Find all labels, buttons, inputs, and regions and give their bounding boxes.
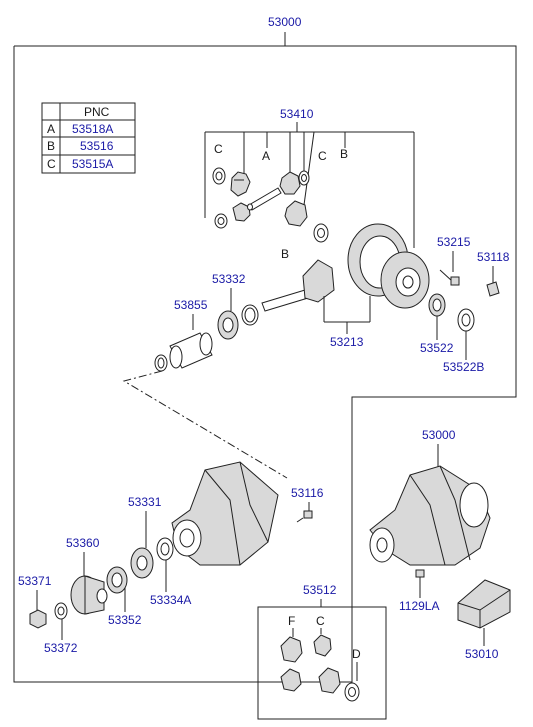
pnc-table: PNC A 53518A B 53516 C 53515A — [41, 102, 136, 174]
nut-icon[interactable] — [29, 609, 47, 629]
side-gear-icon[interactable] — [280, 636, 303, 663]
gear-set-bracket — [204, 122, 415, 248]
letter-f: F — [288, 614, 295, 628]
carrier-housing-icon[interactable] — [171, 461, 279, 566]
side-gear-icon[interactable] — [280, 668, 302, 692]
bolt-icon[interactable] — [439, 269, 460, 286]
label-53371[interactable]: 53371 — [18, 574, 52, 588]
pinion-bearing-icon[interactable] — [217, 310, 239, 340]
side-bearing-icon[interactable] — [428, 293, 446, 317]
label-53855[interactable]: 53855 — [174, 298, 208, 312]
pnc-row-value-a[interactable]: 53518A — [72, 122, 113, 136]
label-53010[interactable]: 53010 — [465, 647, 499, 661]
letter-c-1: C — [214, 142, 223, 156]
collapsible-spacer-icon[interactable] — [169, 332, 213, 369]
label-53512[interactable]: 53512 — [303, 583, 337, 597]
label-53334a[interactable]: 53334A — [150, 593, 191, 607]
letter-b-1: B — [340, 147, 348, 161]
pnc-row-key-c: C — [47, 157, 56, 171]
label-53000-housing[interactable]: 53000 — [422, 428, 456, 442]
gear-kit-box — [257, 606, 387, 720]
pinion-shaft-icon[interactable] — [247, 187, 282, 211]
outer-frame — [13, 45, 517, 683]
label-53352[interactable]: 53352 — [108, 613, 142, 627]
alignment-line — [122, 370, 288, 479]
drive-pinion-icon[interactable] — [261, 259, 335, 312]
label-53000-top[interactable]: 53000 — [268, 15, 302, 29]
label-53116[interactable]: 53116 — [291, 486, 324, 500]
label-53410[interactable]: 53410 — [280, 107, 314, 121]
shim-icon[interactable] — [241, 304, 259, 326]
letter-c-3: C — [316, 614, 325, 628]
label-53360[interactable]: 53360 — [66, 536, 100, 550]
letter-c-2: C — [318, 149, 327, 163]
pinion-gear-icon[interactable] — [230, 171, 251, 197]
pnc-row-key-a: A — [47, 122, 55, 136]
label-1129la[interactable]: 1129LA — [399, 599, 439, 613]
label-53215[interactable]: 53215 — [437, 235, 471, 249]
clip-icon[interactable] — [486, 281, 500, 297]
shim-icon[interactable] — [457, 308, 475, 332]
pnc-row-key-b: B — [47, 139, 55, 153]
companion-flange-icon[interactable] — [70, 575, 108, 615]
letter-a-1: A — [262, 149, 270, 163]
label-53522[interactable]: 53522 — [420, 341, 454, 355]
bolt-icon[interactable] — [415, 569, 425, 590]
label-53522b[interactable]: 53522B — [443, 360, 484, 374]
pinion-gear-icon[interactable] — [318, 667, 341, 694]
pinion-gear-icon[interactable] — [279, 171, 301, 195]
pnc-row-value-c[interactable]: 53515A — [72, 157, 113, 171]
side-gear-icon[interactable] — [284, 200, 308, 227]
side-gear-icon[interactable] — [232, 202, 251, 222]
oil-seal-icon[interactable] — [156, 537, 174, 561]
ring-pinion-bracket — [323, 296, 371, 334]
label-53213[interactable]: 53213 — [330, 335, 364, 349]
label-53118[interactable]: 53118 — [477, 250, 510, 264]
complete-carrier-icon[interactable] — [369, 465, 491, 566]
pinion-gear-icon[interactable] — [313, 634, 332, 657]
dust-deflector-icon[interactable] — [106, 566, 128, 594]
label-53372[interactable]: 53372 — [44, 641, 78, 655]
bolt-icon[interactable] — [296, 510, 313, 523]
label-53332[interactable]: 53332 — [212, 272, 246, 286]
pinion-bearing-icon[interactable] — [130, 547, 154, 579]
mounting-bracket-icon[interactable] — [457, 579, 511, 629]
label-53331[interactable]: 53331 — [128, 495, 162, 509]
pnc-row-value-b[interactable]: 53516 — [80, 139, 114, 153]
letter-b-2: B — [281, 247, 289, 261]
pnc-header: PNC — [84, 105, 110, 119]
differential-case-icon[interactable] — [380, 251, 430, 309]
letter-d: D — [352, 647, 361, 661]
